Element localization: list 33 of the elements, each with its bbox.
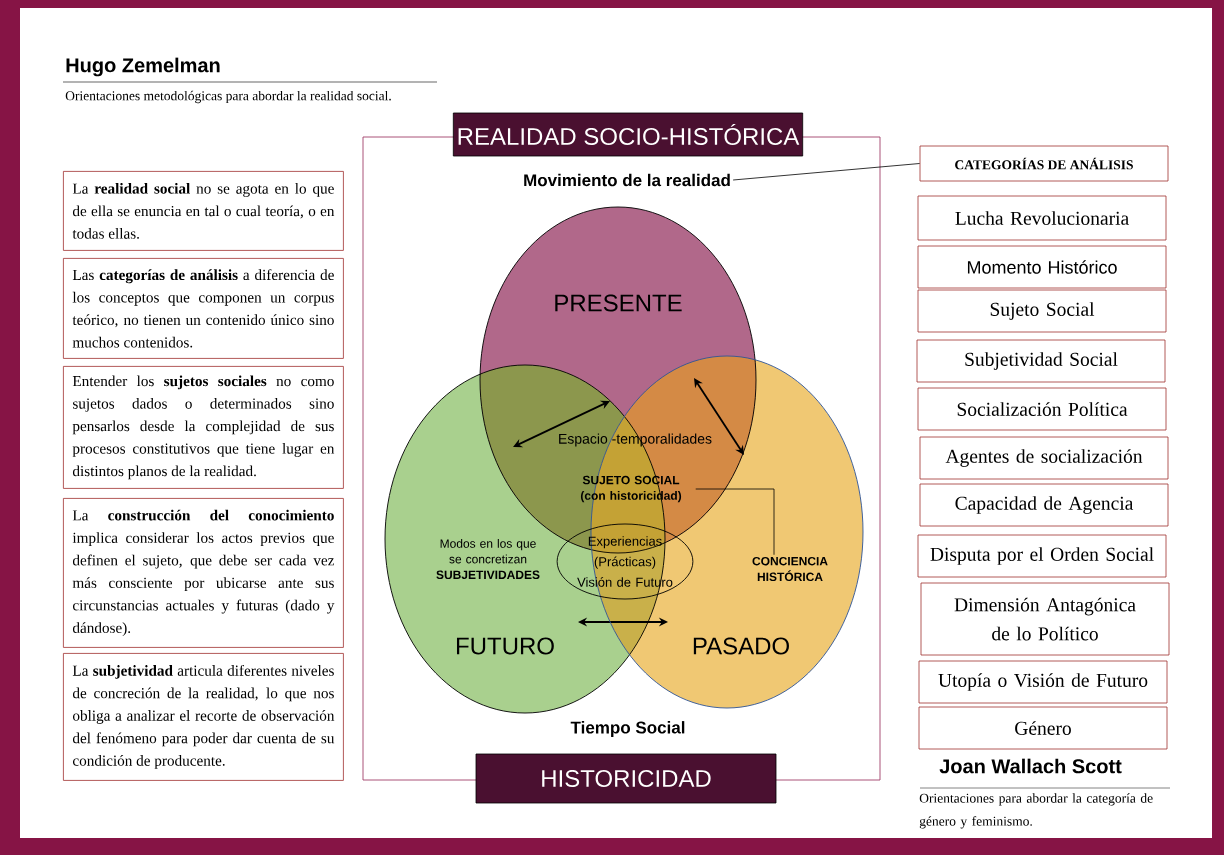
note-box: La subjetividad articula diferentes niveles de concreción de la realidad, lo que nos obliga a analizar el recorte de observación del fenómeno para poder dar cuenta de su condición de producente. bbox=[63, 653, 344, 781]
subtitle: Orientaciones metodológicas para abordar la realidad social. bbox=[65, 90, 391, 104]
bold-text: CONCIENCIA HISTÓRICA bbox=[752, 556, 828, 582]
ellipse-label: Modos en los que se concretizan SUBJETIVIDADES bbox=[436, 539, 540, 579]
category-box: Disputa por el Orden Social bbox=[917, 534, 1167, 578]
note-box: La construcción del conocimiento implica considerar los actos previos que definen el sujeto, que debe ser cada vez más consciente por ubicarse ante sus circunstancias actuales y futuras (dado y dándose). bbox=[63, 498, 344, 648]
category-box: Utopía o Visión de Futuro bbox=[918, 660, 1168, 704]
note-box: Las categorías de análisis a diferencia de los conceptos que componen un corpus teórico, no tienen un contenido único sino muchos contenidos. bbox=[63, 258, 344, 359]
header-box: CATEGORÍAS DE ANÁLISIS bbox=[919, 145, 1169, 182]
category-box: Agentes de socialización bbox=[919, 436, 1169, 480]
category-box: Sujeto Social bbox=[917, 289, 1167, 333]
author-name: Joan Wallach Scott bbox=[939, 758, 1122, 774]
category-box: Capacidad de Agencia bbox=[919, 483, 1169, 527]
category-box: Subjetividad Social bbox=[916, 339, 1166, 383]
region-label: Tiempo Social bbox=[570, 721, 685, 737]
note-box: La realidad social no se agota en lo que de ella se enuncia en tal o cual teoría, o en todas ellas. bbox=[63, 171, 344, 251]
connector-line bbox=[732, 163, 920, 181]
ellipse-label: PASADO bbox=[693, 637, 789, 655]
category-box: Género bbox=[918, 706, 1168, 750]
category-box: Momento Histórico bbox=[917, 245, 1167, 289]
author-name: Hugo Zemelman bbox=[66, 57, 220, 77]
title-band: REALIDAD SOCIO-HISTÓRICA bbox=[452, 112, 804, 157]
connector-line bbox=[695, 488, 775, 556]
note-box: Entender los sujetos sociales no como sujetos dados o determinados sino pensarlos desde la complejidad de sus procesos constitutivos que tiene lugar en distintos planos de la realidad. bbox=[63, 366, 344, 489]
category-box: Socialización Política bbox=[917, 387, 1167, 431]
ellipse-label: FUTURO bbox=[457, 637, 554, 655]
category-box: Lucha Revolucionaria bbox=[917, 195, 1167, 241]
ellipse-label: PRESENTE bbox=[555, 294, 682, 312]
region-label: Espacio -temporalidades bbox=[559, 433, 712, 447]
title-band: HISTORICIDAD bbox=[475, 753, 777, 804]
heading-text: Movimiento de la realidad bbox=[524, 173, 730, 187]
subtitle: Orientaciones para abordar la categoría de género y feminismo. bbox=[919, 793, 1153, 829]
category-box: Dimensión Antagónica de lo Político bbox=[920, 582, 1170, 656]
